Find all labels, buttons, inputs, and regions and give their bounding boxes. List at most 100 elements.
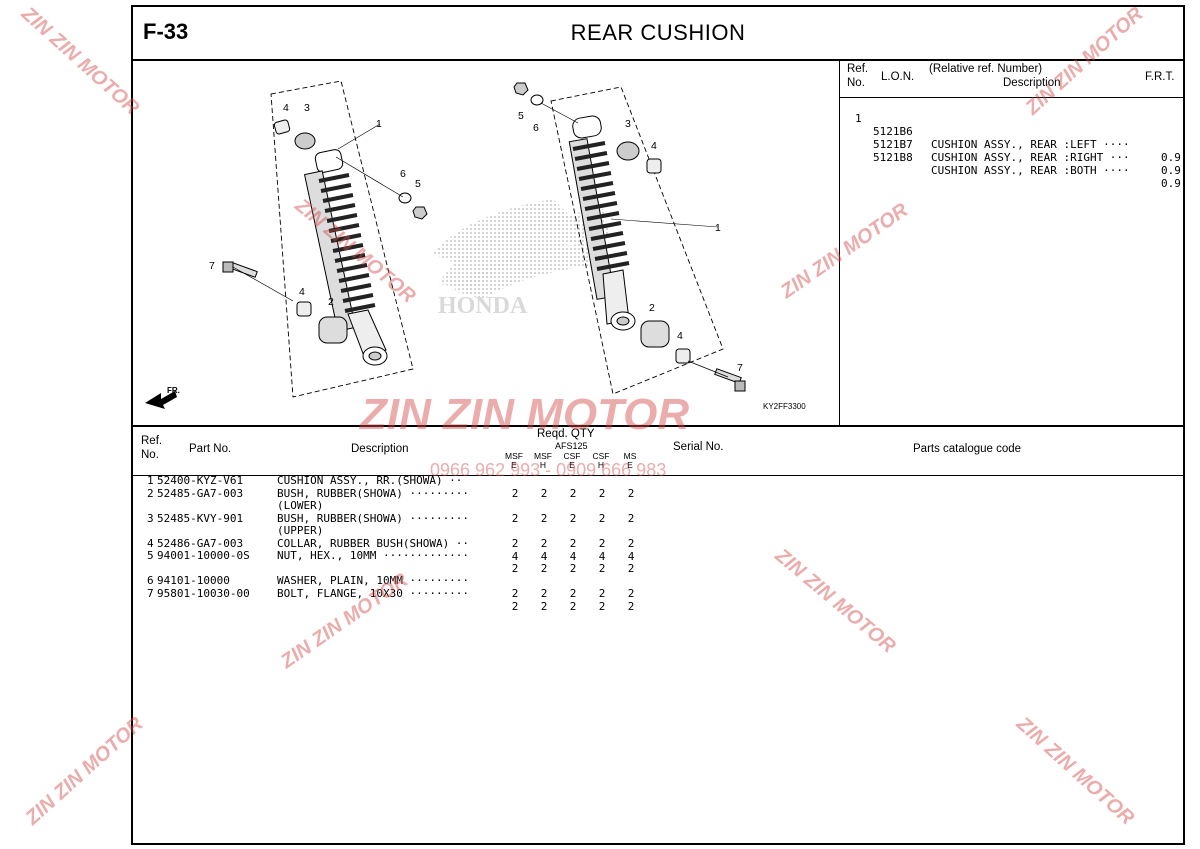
lon-table: Ref. No. L.O.N. (Relative ref. Number) D… [839, 59, 1183, 425]
qty-cell: 2 [627, 587, 635, 600]
part-description: BUSH, RUBBER(SHOWA) ········· [277, 511, 470, 525]
lon-row: 1 5121B6 CUSHION ASSY., REAR :LEFT ···· … [855, 112, 1181, 164]
callout-5b: 5 [518, 110, 524, 122]
qty-cell: 2 [511, 512, 519, 525]
reqd-qty-header: Reqd. QTY [537, 428, 595, 440]
callout-6b: 6 [533, 122, 539, 134]
callout-2b: 2 [649, 302, 655, 314]
page-title: REAR CUSHION [570, 20, 746, 45]
ref-no: 6 [147, 574, 154, 587]
part-number: 94101-10000 [157, 574, 230, 587]
qty-cell: 2 [540, 512, 548, 525]
part-description: BUSH, RUBBER(SHOWA) ········· [277, 486, 470, 500]
frt-header: F.R.T. [1145, 71, 1175, 83]
right-cushion-assy [568, 115, 636, 331]
part-number: 52485-GA7-003 [157, 486, 244, 500]
qty-cell: 4 [540, 549, 548, 563]
qty-cell: 2 [540, 487, 548, 500]
callout-4d: 4 [677, 330, 683, 342]
callout-1: 1 [376, 118, 382, 130]
description-header: Description [351, 443, 409, 455]
qty-cell: 2 [511, 587, 519, 600]
drawing-code: KY2FF3300 [763, 402, 806, 411]
lon-table-header: Ref. No. L.O.N. (Relative ref. Number) D… [839, 59, 1183, 98]
part-description-note: (UPPER) [277, 524, 324, 537]
qty-cell: 2 [569, 562, 577, 575]
qty-cell: 2 [569, 599, 577, 613]
ref-no: 3 [147, 511, 154, 525]
part-description: BOLT, FLANGE, 10X30 ········· [277, 586, 470, 600]
lon-row: 5121B8 CUSHION ASSY., REAR :BOTH ···· 0.… [873, 151, 1181, 190]
part-description: CUSHION ASSY., RR.(SHOWA) ·· [277, 474, 463, 487]
serial-no-header: Serial No. [673, 441, 724, 453]
qty-cell: 2 [540, 599, 548, 613]
qty-cell: 2 [540, 587, 548, 600]
qty-cell: 4 [511, 549, 519, 563]
parts-table-header: Ref. No. Part No. Description Reqd. QTY … [133, 425, 1183, 476]
qty-cell: 2 [511, 599, 519, 613]
lon-description-header: Description [1003, 77, 1061, 89]
qty-cell: 2 [598, 487, 606, 500]
part-number: 52486-GA7-003 [157, 536, 244, 550]
part-number: 52485-KVY-901 [157, 511, 244, 525]
callout-4: 4 [283, 102, 289, 114]
fr-label: FR. [167, 386, 180, 395]
part-description-note: (LOWER) [277, 499, 324, 512]
qty-cell: 2 [598, 512, 606, 525]
qty-cell: 2 [569, 512, 577, 525]
callout-2: 2 [328, 296, 334, 308]
part-description: COLLAR, RUBBER BUSH(SHOWA) ·· [277, 536, 470, 550]
catalogue-code-header: Parts catalogue code [913, 443, 1022, 455]
qty-cell: 2 [569, 487, 577, 500]
qty-cell: 2 [540, 562, 548, 575]
qty-cell: 2 [511, 537, 519, 550]
callout-1b: 1 [715, 222, 721, 234]
lon-ref-header: Ref. [847, 63, 869, 75]
callout-7b: 7 [737, 362, 743, 374]
qty-cell: 2 [598, 562, 606, 575]
parts-no-header: No. [141, 449, 159, 461]
exploded-diagram: HONDA [133, 59, 840, 425]
section-code: F-33 [143, 19, 189, 44]
part-number: 94001-10000-0S [157, 549, 250, 562]
lon-no-header: No. [847, 77, 865, 89]
honda-wordmark: HONDA [438, 293, 528, 319]
qty-cell: 2 [627, 537, 635, 550]
model-header: AFS125 [555, 441, 588, 451]
ref-no: 5 [147, 549, 154, 562]
qty-cell: 2 [627, 599, 635, 613]
honda-logo: HONDA [433, 199, 611, 319]
part-description: NUT, HEX., 10MM ············· [277, 549, 470, 562]
qty-cell: 2 [511, 487, 519, 500]
qty-cell: 4 [627, 549, 635, 563]
ref-no: 1 [147, 474, 154, 487]
qty-cell: 2 [598, 537, 606, 550]
callout-3b: 3 [625, 118, 631, 130]
watermark-corner: ZIN ZIN MOTOR [21, 712, 148, 830]
rear-cushion-drawing: HONDA [145, 80, 806, 411]
part-number: 52400-KYZ-V61 [157, 474, 244, 487]
ref-no: 4 [147, 536, 154, 550]
front-arrow-icon: FR. [145, 386, 180, 409]
qty-cell: 2 [627, 487, 635, 500]
callout-4b: 4 [299, 286, 305, 298]
lon-header: L.O.N. [881, 71, 915, 83]
part-description: WASHER, PLAIN, 10MM ········· [277, 574, 470, 587]
qty-cell: 2 [540, 537, 548, 550]
qty-cell: 2 [598, 587, 606, 600]
watermark-corner: ZIN ZIN MOTOR [17, 2, 144, 120]
ref-no: 2 [147, 486, 154, 500]
callout-4c: 4 [651, 140, 657, 152]
qty-cell: 2 [598, 599, 606, 613]
qty-cell: 4 [598, 549, 606, 563]
part-number: 95801-10030-00 [157, 586, 250, 600]
qty-cell: 2 [569, 587, 577, 600]
qty-cell: 4 [569, 549, 577, 563]
left-cushion-assy [303, 149, 388, 366]
page-header: F-33 REAR CUSHION [133, 7, 1183, 61]
relative-ref-header: (Relative ref. Number) [929, 63, 1043, 75]
parts-ref-header: Ref. [141, 435, 163, 447]
